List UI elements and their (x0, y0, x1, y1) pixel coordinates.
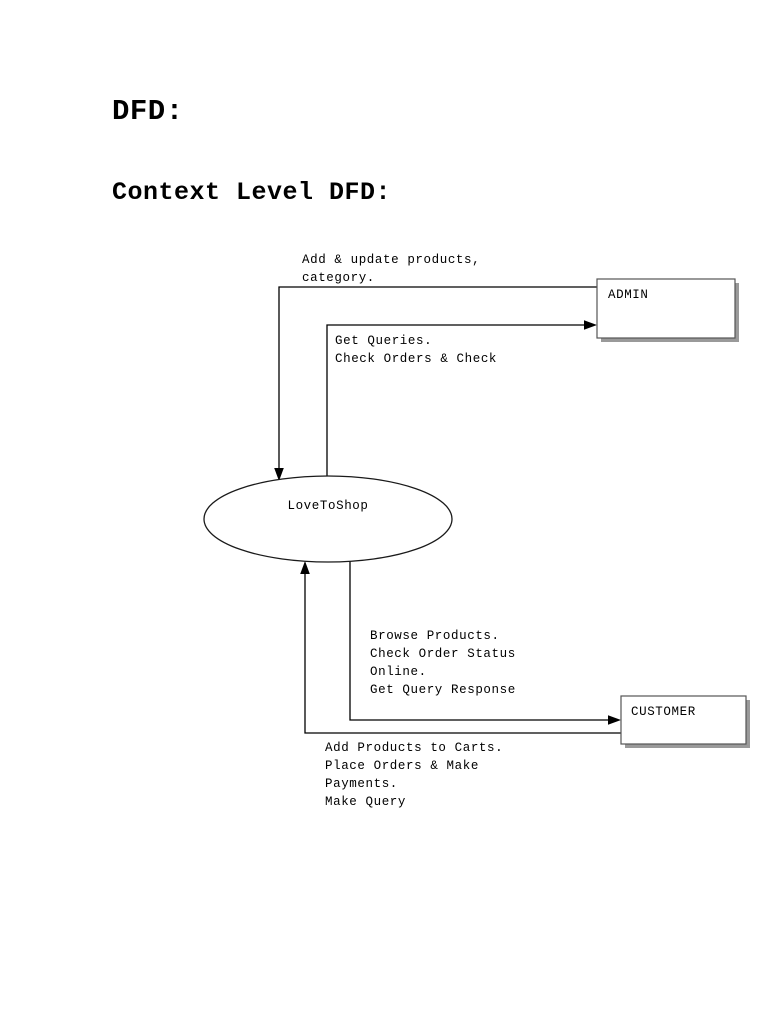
flow-label-line: Online. (370, 665, 427, 679)
flow-label-line: Browse Products. (370, 629, 500, 643)
lovetoshop-ellipse[interactable] (203, 475, 453, 563)
flow-label-customer-to-process: Add Products to Carts. Place Orders & Ma… (325, 741, 503, 809)
flow-label-process-to-admin: Get Queries. Check Orders & Check (335, 334, 497, 366)
flow-label-line: Make Query (325, 795, 406, 809)
flow-customer-to-process (300, 561, 621, 734)
admin-box[interactable] (596, 278, 736, 339)
flow-label-line: Place Orders & Make (325, 759, 479, 773)
flow-label-line: Get Query Response (370, 683, 516, 697)
flow-customer-to-process-line (304, 572, 621, 734)
flow-label-line: category. (302, 271, 375, 285)
page-title: DFD: (112, 95, 184, 128)
flow-label-line: Check Orders & Check (335, 352, 497, 366)
flow-process-to-customer (349, 560, 621, 725)
arrow-head-down-into-process (274, 468, 284, 481)
flow-process-to-customer-line (349, 560, 610, 721)
lovetoshop-label: LoveToShop (287, 499, 368, 513)
process-lovetoshop[interactable]: LoveToShop (203, 475, 453, 563)
arrow-head-right-into-customer (608, 715, 621, 725)
flow-label-process-to-customer: Browse Products. Check Order Status Onli… (370, 629, 516, 697)
flow-label-admin-to-process: Add & update products, category. (302, 253, 480, 285)
flow-label-line: Check Order Status (370, 647, 516, 661)
flow-admin-to-process (274, 286, 597, 481)
flow-label-line: Add & update products, (302, 253, 480, 267)
arrow-head-up-into-process (300, 561, 310, 574)
arrow-head-right-into-admin (584, 320, 597, 330)
entity-customer[interactable]: CUSTOMER (620, 695, 750, 748)
flow-admin-to-process-line (278, 286, 597, 470)
customer-box[interactable] (620, 695, 747, 745)
customer-label: CUSTOMER (631, 705, 696, 719)
admin-label: ADMIN (608, 288, 649, 302)
flow-label-line: Get Queries. (335, 334, 432, 348)
section-title: Context Level DFD: (112, 178, 392, 207)
flow-label-line: Payments. (325, 777, 398, 791)
flow-label-line: Add Products to Carts. (325, 741, 503, 755)
entity-admin[interactable]: ADMIN (596, 278, 739, 342)
